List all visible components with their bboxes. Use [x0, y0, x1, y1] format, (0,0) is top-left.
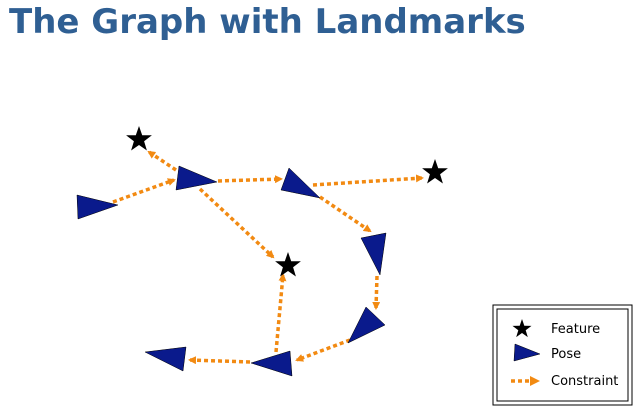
star-icon — [126, 126, 152, 151]
pose-marker — [175, 165, 218, 191]
pose-icon — [513, 343, 541, 362]
constraint-edge — [217, 175, 283, 184]
legend-feature-label: Feature — [551, 322, 600, 337]
pose-marker — [250, 350, 293, 377]
pose-marker — [360, 232, 387, 276]
legend: Feature Pose Constraint — [492, 304, 633, 406]
pose-marker — [347, 306, 386, 344]
star-icon — [512, 319, 532, 338]
pose-marker — [280, 167, 321, 199]
constraint-edges — [112, 150, 424, 365]
slide-title: The Graph with Landmarks — [9, 2, 526, 42]
constraint-edge — [147, 150, 177, 172]
constraint-edge — [295, 338, 351, 362]
arrowhead-icon — [530, 376, 540, 386]
constraint-edge — [319, 195, 372, 233]
legend-constraint-label: Constraint — [551, 374, 618, 389]
constraint-edge — [274, 273, 287, 353]
constraint-edge — [312, 174, 424, 187]
constraint-edge — [188, 356, 251, 365]
pose-marker — [76, 194, 119, 220]
pose-marker — [144, 346, 187, 372]
constraint-edge — [112, 178, 176, 204]
star-icon — [422, 159, 448, 184]
legend-pose-label: Pose — [551, 347, 581, 362]
constraint-edge — [198, 187, 275, 259]
star-icon — [275, 252, 301, 277]
poses — [76, 165, 387, 377]
constraint-edge — [372, 275, 381, 310]
features — [126, 126, 448, 277]
